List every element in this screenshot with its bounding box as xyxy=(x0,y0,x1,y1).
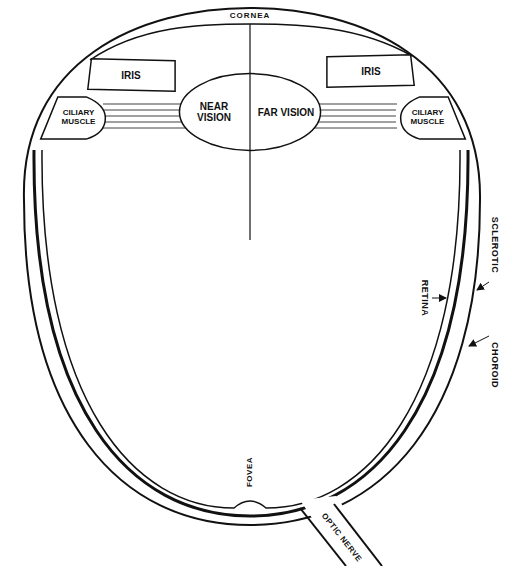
leader-arrow xyxy=(469,336,489,346)
part-label: SCLEROTIC xyxy=(489,217,499,274)
leader-arrow xyxy=(432,298,446,299)
part-label: FOVEA xyxy=(246,457,255,487)
lens-text: NEAR VISION xyxy=(185,101,243,123)
ciliary-muscle: CILIARY MUSCLE xyxy=(40,96,106,140)
sclerotic-outline xyxy=(24,8,480,525)
ciliary-muscle-label: CILIARY MUSCLE xyxy=(403,109,452,127)
ciliary-muscle-label: CILIARY MUSCLE xyxy=(54,109,103,127)
lens: NEAR VISION FAR VISION xyxy=(178,72,322,152)
iris-shape-label: IRIS xyxy=(361,66,380,77)
optic-axis xyxy=(249,24,250,240)
part-label: CORNEA xyxy=(230,12,271,21)
iris-shape-outline xyxy=(88,59,175,92)
optic-nerve-gap xyxy=(300,496,384,566)
lens-outline xyxy=(179,74,320,151)
zonule-fibres xyxy=(103,104,397,128)
leader-arrow xyxy=(477,282,489,290)
retina-line xyxy=(42,150,460,508)
ciliary-muscle: CILIARY MUSCLE xyxy=(400,96,466,140)
lens-text: FAR VISION xyxy=(257,107,315,118)
choroid-line xyxy=(34,150,468,516)
cornea-inner-line xyxy=(90,24,412,60)
ciliary-muscle-outline xyxy=(41,97,106,139)
part-label: CHOROID xyxy=(489,342,499,388)
ciliary-muscle-outline xyxy=(401,97,466,139)
part-label: RETINA xyxy=(419,280,429,317)
iris-shape-label: IRIS xyxy=(121,70,140,81)
iris-shape: IRIS xyxy=(326,54,416,88)
iris-shape: IRIS xyxy=(86,58,176,92)
iris-shape-outline xyxy=(327,55,414,88)
